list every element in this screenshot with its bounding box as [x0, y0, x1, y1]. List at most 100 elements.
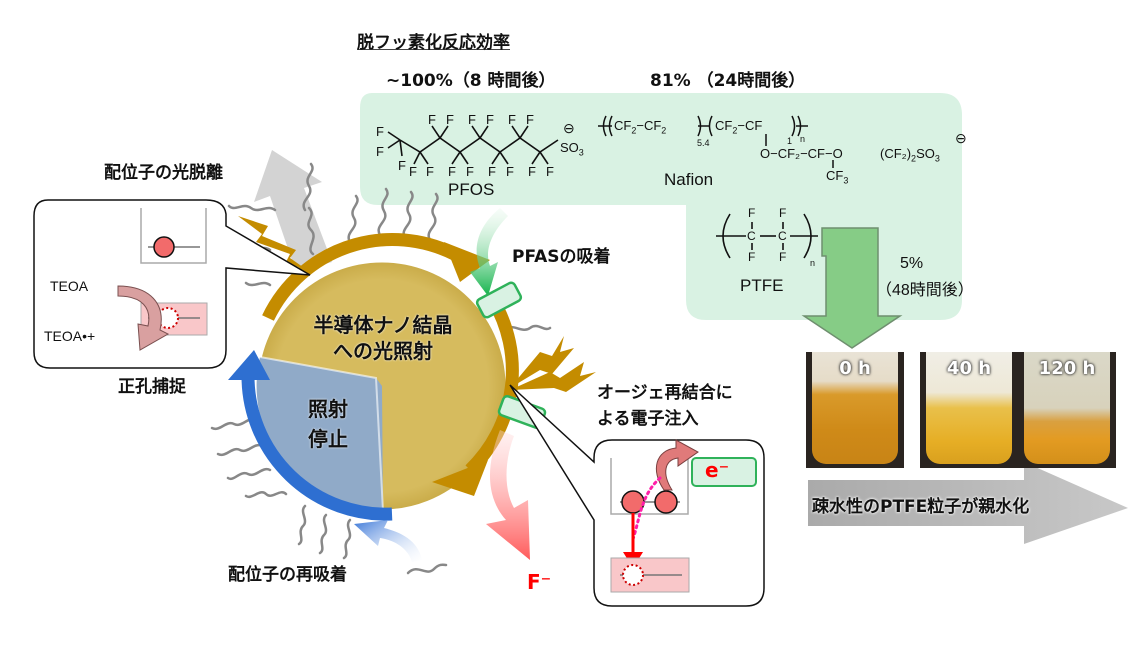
- nafion-name: Nafion: [664, 170, 714, 189]
- fluorine-atom: F: [528, 164, 536, 179]
- fluorine-atom: F: [488, 164, 496, 179]
- ptfe-transition-arrow: [801, 227, 903, 349]
- subscript: 3: [934, 153, 940, 164]
- sulfonate-text: SO: [916, 146, 935, 161]
- fluoride-release-arrow: [486, 430, 530, 560]
- fluorine-atom: F: [446, 112, 454, 127]
- fluorine-atom: F: [398, 158, 406, 173]
- electron: [654, 490, 678, 514]
- fluorine-atom: F: [486, 112, 494, 127]
- ligand: [406, 563, 448, 575]
- ligand: [226, 467, 272, 481]
- bond-text: −: [737, 118, 745, 133]
- nafion-efficiency: 81% （24時間後）: [650, 71, 806, 91]
- pfas-adsorption-label: PFASの吸着: [512, 247, 611, 267]
- fluorine-atom: F: [546, 164, 554, 179]
- bond-text: −: [636, 118, 644, 133]
- stop-label-line1: 照射: [308, 397, 348, 421]
- nafion-side-chain: O−CF₂−CF−O: [760, 146, 843, 161]
- nafion-structure: [598, 115, 834, 168]
- photo-label: 40 h: [946, 358, 992, 379]
- repeat-count: 5.4: [697, 138, 710, 148]
- ligand-readsorption-label: 配位子の再吸着: [228, 565, 347, 585]
- fluorine-atom: F: [748, 250, 756, 264]
- electron-label: e⁻: [705, 458, 730, 482]
- irradiation-label-line1: 半導体ナノ結晶: [313, 313, 453, 337]
- readsorption-arrow: [354, 520, 422, 562]
- negative-charge-icon: ⊖: [955, 130, 967, 146]
- hydrophilization-label: 疎水性のPTFE粒子が親水化: [812, 497, 1030, 517]
- fluorine-atom: F: [428, 112, 436, 127]
- nafion-tail: (CF₂)2SO3: [880, 146, 940, 164]
- photo-label: 0 h: [839, 358, 871, 379]
- ptfe-name: PTFE: [740, 276, 784, 295]
- auger-energy-transfer: [630, 476, 662, 544]
- fluorine-atom: F: [448, 164, 456, 179]
- nafion-backbone-b: CF2−CF: [715, 118, 762, 136]
- fluorine-atom: F: [376, 124, 384, 139]
- ligand: [402, 190, 414, 240]
- subscript: 3: [578, 147, 584, 158]
- lightning-bolt: [510, 362, 596, 392]
- hole-capture-callout: [33, 199, 311, 369]
- fluorine-atom: F: [426, 164, 434, 179]
- fluorine-atom: F: [526, 112, 534, 127]
- ligand: [244, 281, 272, 287]
- stop-arrowhead: [228, 350, 270, 380]
- vial-photo-0h: 0 h: [806, 352, 904, 468]
- ligand: [297, 504, 307, 546]
- cf-text: CF: [715, 118, 733, 133]
- ptfe-structure: [716, 213, 818, 259]
- irradiation-arrowhead-top: [444, 242, 490, 282]
- fluoride-ion-label: F⁻: [527, 570, 552, 594]
- irradiation-stop-label: 照射 停止: [296, 394, 360, 454]
- cf-text: CF: [614, 118, 632, 133]
- auger-ejection-arrow: [655, 439, 699, 491]
- sulfonate-text: SO: [560, 140, 579, 155]
- repeat-count: n: [800, 134, 806, 144]
- pfas-adsorption-arrow: [470, 208, 508, 296]
- fluorine-atom: F: [779, 206, 787, 220]
- auger-label-line2: よる電子注入: [597, 409, 699, 429]
- subscript: 2: [732, 125, 738, 136]
- nafion-branch: CF3: [826, 168, 848, 186]
- cf2-text: (CF₂): [880, 146, 912, 161]
- cf-text: CF: [744, 118, 763, 133]
- pfas-panel: [360, 93, 962, 320]
- cf-text: CF: [643, 118, 662, 133]
- ligand: [377, 187, 389, 237]
- carbon-atom: C: [778, 229, 787, 243]
- adsorbed-pfas: [475, 281, 523, 319]
- ptfe-efficiency-value: 5%: [900, 255, 924, 272]
- fluorine-atom: F: [376, 144, 384, 159]
- hole: [157, 307, 179, 329]
- stop-label-line2: 停止: [308, 427, 348, 451]
- fluorine-atom: F: [779, 250, 787, 264]
- ligand: [302, 162, 314, 212]
- cf3-text: CF: [826, 168, 844, 183]
- photo-label: 120 h: [1038, 358, 1096, 379]
- ptfe-efficiency-time: （48時間後）: [876, 282, 974, 299]
- repeat-count: 1: [787, 136, 793, 146]
- ligand: [318, 513, 328, 555]
- irradiation-label: 半導体ナノ結晶 への光照射: [278, 312, 488, 364]
- fluorine-atom: F: [409, 164, 417, 179]
- irradiation-label-line2: への光照射: [333, 339, 433, 363]
- subscript: 3: [843, 175, 849, 186]
- fluorine-atom: F: [468, 112, 476, 127]
- subscript: 2: [911, 153, 917, 164]
- lightning-bolt: [510, 336, 574, 388]
- ligand: [244, 491, 288, 499]
- pfos-skeleton: [387, 125, 559, 165]
- ligand: [427, 192, 439, 242]
- stop-arrow: [241, 375, 393, 521]
- irradiation-arrow-top: [262, 233, 472, 321]
- hole-capture-label: 正孔捕捉: [118, 377, 186, 397]
- ligand: [216, 443, 264, 457]
- irradiation-stop-sector: [256, 357, 383, 512]
- vial-photo-120h: 120 h: [1018, 352, 1116, 468]
- injected-electron-box: [691, 457, 757, 487]
- teoa-oxidation-arrow: [117, 285, 170, 351]
- fluorine-atom: F: [748, 206, 756, 220]
- electron: [153, 236, 175, 258]
